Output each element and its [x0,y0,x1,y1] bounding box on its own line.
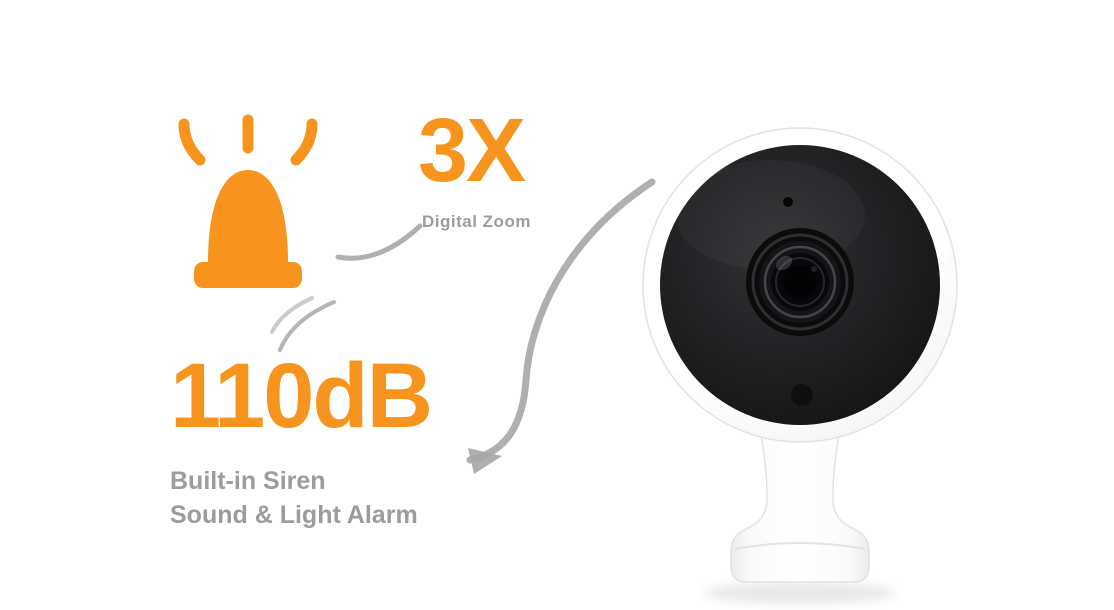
accent-arc-mid-1 [278,300,336,352]
siren-ray-right [290,118,318,166]
accent-arc-small [335,223,423,261]
feature-zoom: 3X Digital Zoom [418,106,531,232]
siren-base [194,262,302,288]
feature-siren: 110dB Built-in Siren Sound & Light Alarm [170,345,433,532]
accent-arc-mid-2 [270,296,314,334]
feature-zoom-label: Digital Zoom [422,212,531,231]
feature-siren-label-2: Sound & Light Alarm [170,501,418,529]
camera-lens [746,228,854,336]
camera-light-sensor [791,384,813,406]
feature-zoom-value: 3X [418,101,526,201]
lens-glint [775,255,793,271]
siren-icon [158,110,338,310]
feature-siren-value: 110dB [170,345,433,447]
siren-dome [208,170,288,262]
siren-ray-left [178,118,206,166]
camera-illustration [642,127,958,604]
curved-swoosh-arrow [466,178,656,464]
feature-siren-label-1: Built-in Siren [170,467,326,495]
camera-shadow [705,582,895,604]
swoosh-arrowhead [468,448,502,474]
camera-base-seam [734,542,866,550]
camera-mic-hole [783,197,793,207]
lens-glint-dot [811,266,817,272]
